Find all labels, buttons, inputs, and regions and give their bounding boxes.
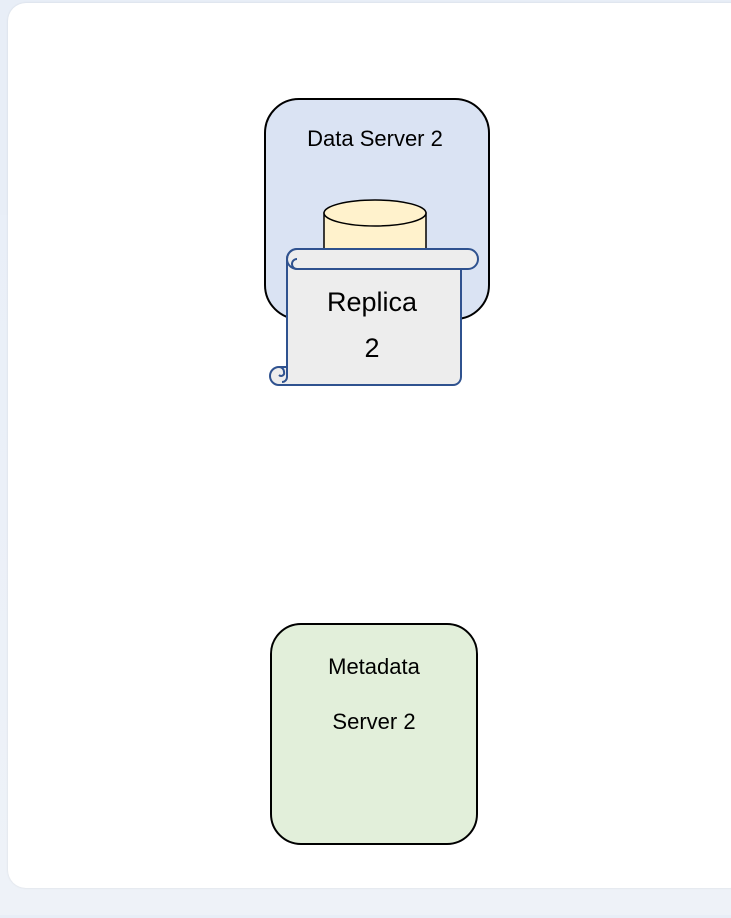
metadata-server-label-line2: Server 2 (332, 709, 415, 734)
replica-scroll-node[interactable]: Replica 2 (269, 248, 479, 386)
metadata-server-node[interactable]: Metadata Server 2 (270, 623, 478, 845)
replica-label-line1: Replica (327, 287, 418, 317)
metadata-server-box (270, 623, 478, 845)
data-server-label: Data Server 2 (307, 126, 443, 151)
replica-scroll-body (269, 248, 479, 386)
metadata-server-label-line1: Metadata (328, 654, 420, 679)
replica-label-line2: 2 (364, 333, 379, 363)
